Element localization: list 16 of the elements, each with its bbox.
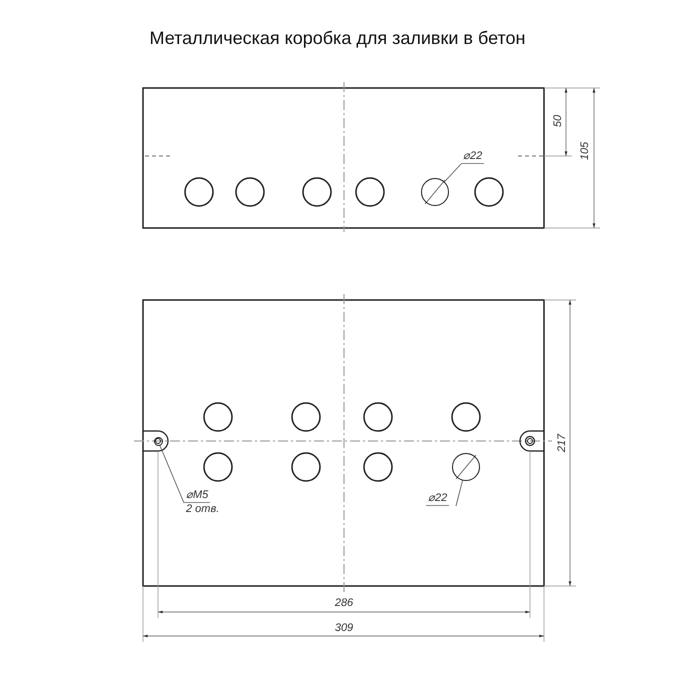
- cable-hole: [421, 178, 449, 206]
- dimension-label: 286: [334, 597, 354, 609]
- dimension-label: 217: [556, 434, 568, 452]
- diameter-label: ⌀22: [426, 492, 450, 506]
- dimension-label: 309: [334, 622, 354, 634]
- dimension-label: 50: [552, 114, 564, 128]
- quantity-note: 2 отв.: [185, 503, 220, 516]
- drawing-title: Металлическая коробка для заливки в бетон: [148, 28, 526, 49]
- diameter-label: ⌀M5: [184, 489, 210, 503]
- cable-hole: [452, 453, 480, 481]
- dimension-label: 105: [579, 142, 591, 160]
- mounting-hole: [154, 436, 162, 446]
- leader-line: [159, 444, 184, 504]
- leader-line: [444, 164, 462, 182]
- diameter-label: ⌀22: [461, 150, 484, 164]
- leader-line: [456, 480, 463, 506]
